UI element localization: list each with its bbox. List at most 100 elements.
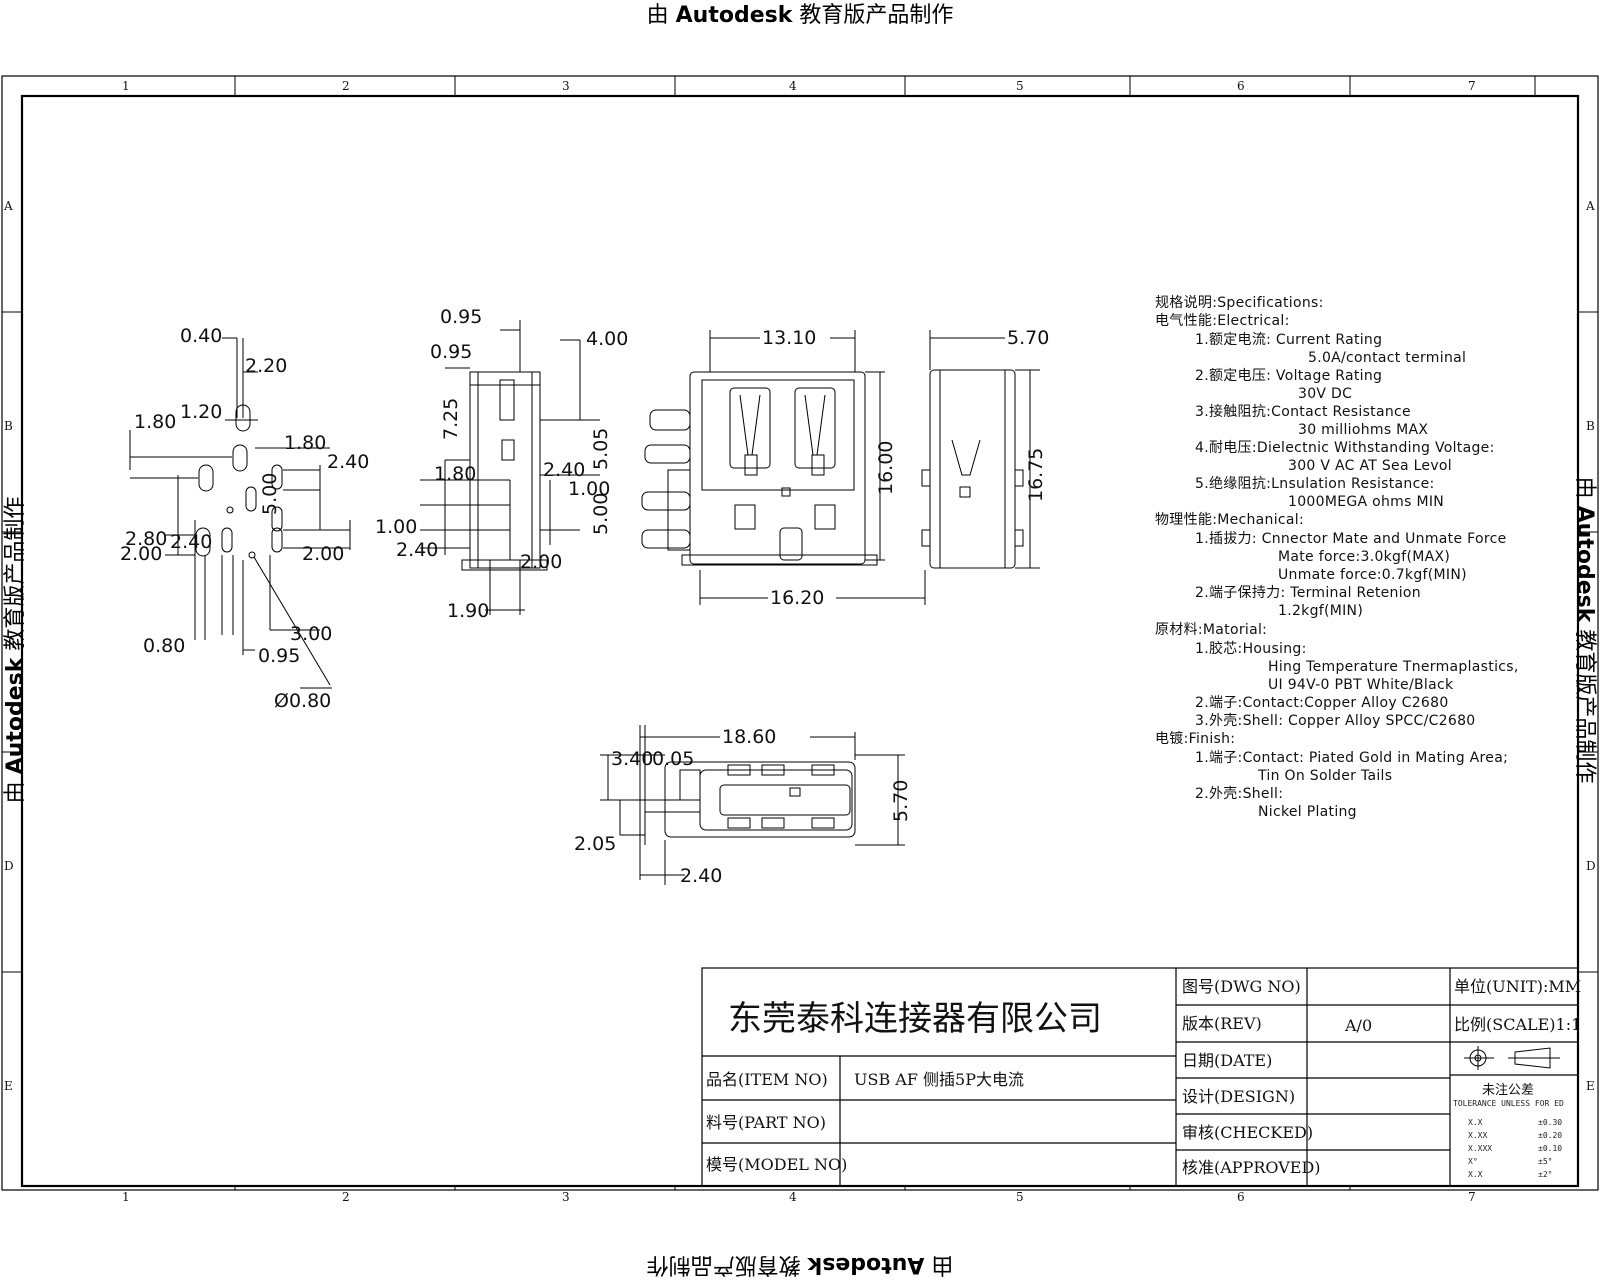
- svg-text:30 milliohms MAX: 30 milliohms MAX: [1298, 422, 1428, 438]
- svg-text:2.80: 2.80: [125, 528, 167, 550]
- svg-text:4: 4: [789, 79, 797, 93]
- svg-text:1000MEGA ohms MIN: 1000MEGA ohms MIN: [1288, 494, 1444, 510]
- svg-text:7.25: 7.25: [440, 398, 462, 440]
- svg-text:Hing Temperature Tnermapla: Hing Temperature Tnermaplastics,: [1268, 659, 1519, 675]
- svg-text:13.10: 13.10: [762, 327, 816, 349]
- svg-text:1.80: 1.80: [134, 411, 176, 433]
- svg-text:物理性能:Mechanical:: 物理性能:Mechanical:: [1155, 512, 1304, 528]
- view-end: [921, 330, 1040, 569]
- svg-text:2.40: 2.40: [396, 539, 438, 561]
- svg-text:2.00: 2.00: [302, 543, 344, 565]
- svg-text:0.95: 0.95: [430, 341, 472, 363]
- svg-text:3.接触阻抗:Contact Resistance: 3.接触阻抗:Contact Resistance: [1195, 403, 1411, 420]
- outer-frame: [1, 75, 1599, 1191]
- svg-text:图号(DWG NO): 图号(DWG NO): [1182, 977, 1301, 996]
- stamp-bottom: 由 Autodesk 教育版产品制作: [647, 1252, 954, 1277]
- view-pcb-footprint-dims: 0.40 2.20 1.20 1.80 1.80 2.40 5.00 2.80 …: [120, 325, 369, 712]
- svg-text:品名(ITEM NO): 品名(ITEM NO): [706, 1070, 828, 1089]
- svg-text:0.40: 0.40: [180, 325, 222, 347]
- svg-text:±2°: ±2°: [1538, 1170, 1552, 1179]
- svg-text:±0.10: ±0.10: [1538, 1144, 1562, 1153]
- svg-text:7: 7: [1468, 79, 1476, 93]
- svg-text:4: 4: [789, 1190, 797, 1204]
- title-block: [701, 967, 1579, 1187]
- svg-text:3: 3: [562, 79, 570, 93]
- svg-text:2: 2: [342, 79, 350, 93]
- svg-text:比例(SCALE)1:1: 比例(SCALE)1:1: [1454, 1015, 1581, 1034]
- view-pcb-footprint: [129, 337, 351, 689]
- svg-text:Ø0.80: Ø0.80: [274, 690, 331, 712]
- svg-text:18.60: 18.60: [722, 726, 776, 748]
- svg-text:1.80: 1.80: [434, 463, 476, 485]
- stamp-top: 由 Autodesk 教育版产品制作: [647, 3, 954, 28]
- svg-text:1.2kgf(MIN): 1.2kgf(MIN): [1278, 603, 1363, 619]
- view-front: [641, 330, 926, 605]
- svg-text:3: 3: [562, 1190, 570, 1204]
- svg-text:E: E: [1586, 1079, 1595, 1093]
- svg-text:16.20: 16.20: [770, 587, 824, 609]
- rev-value: A/0: [1344, 1016, 1372, 1035]
- svg-text:电气性能:Electrical:: 电气性能:Electrical:: [1155, 313, 1290, 329]
- svg-text:4.耐电压:Dielectnic Withstanding: 4.耐电压:Dielectnic Withstanding Voltage:: [1195, 440, 1495, 456]
- stamp-right: 由 Autodesk 教育版产品制作: [1572, 477, 1597, 784]
- svg-text:设计(DESIGN): 设计(DESIGN): [1182, 1087, 1295, 1106]
- view-side: [420, 320, 600, 615]
- svg-text:B: B: [4, 419, 13, 433]
- svg-text:1.00: 1.00: [568, 478, 610, 500]
- svg-text:1.20: 1.20: [180, 401, 222, 423]
- svg-text:5.70: 5.70: [1007, 327, 1049, 349]
- svg-text:2.05: 2.05: [574, 833, 616, 855]
- view-front-dims: 13.10 16.00 16.20: [762, 327, 897, 609]
- svg-text:0.80: 0.80: [143, 635, 185, 657]
- svg-text:Mate force:3.0kgf(MAX): Mate force:3.0kgf(MAX): [1278, 549, 1450, 565]
- svg-text:±0.20: ±0.20: [1538, 1131, 1562, 1140]
- svg-text:16.00: 16.00: [875, 441, 897, 495]
- svg-text:1.端子:Contact: Piated Gold i: 1.端子:Contact: Piated Gold in Mating Area…: [1195, 750, 1508, 766]
- svg-text:原材料:Matorial:: 原材料:Matorial:: [1155, 622, 1267, 638]
- svg-text:1.80: 1.80: [284, 432, 326, 454]
- svg-text:±0.30: ±0.30: [1538, 1118, 1562, 1127]
- svg-text:X°: X°: [1468, 1157, 1478, 1166]
- svg-text:2.额定电压: Voltage Rating: 2.额定电压: Voltage Rating: [1195, 368, 1382, 384]
- svg-text:6: 6: [1237, 79, 1245, 93]
- svg-text:模号(MODEL NO): 模号(MODEL NO): [706, 1155, 847, 1174]
- svg-text:30V DC: 30V DC: [1298, 386, 1352, 402]
- svg-text:5: 5: [1016, 1190, 1024, 1204]
- title-block-text: 东莞泰科连接器有限公司 品名(ITEM NO) USB AF 侧插5P大电流 料…: [706, 977, 1581, 1179]
- svg-text:±5°: ±5°: [1538, 1157, 1552, 1166]
- svg-text:X.XX: X.XX: [1468, 1131, 1487, 1140]
- svg-text:0.95: 0.95: [258, 645, 300, 667]
- view-side-dims: 0.95 0.95 4.00 7.25 5.05 2.40 1.80 1.00 …: [375, 306, 628, 622]
- view-top-dims: 18.60 3.40 0.05 5.70 2.05 2.40: [574, 726, 912, 887]
- zone-markers: [2, 76, 1598, 1190]
- svg-text:3.00: 3.00: [290, 623, 332, 645]
- svg-text:7: 7: [1468, 1190, 1476, 1204]
- svg-text:2.端子保持力: Terminal Retenion: 2.端子保持力: Terminal Retenion: [1195, 585, 1421, 601]
- stamp-left: 由 Autodesk 教育版产品制作: [3, 497, 28, 804]
- svg-text:TOLERANCE UNLESS FOR ED: TOLERANCE UNLESS FOR ED: [1453, 1099, 1564, 1108]
- svg-text:5.00: 5.00: [590, 493, 612, 535]
- svg-text:5.70: 5.70: [890, 780, 912, 822]
- svg-text:A: A: [1585, 199, 1595, 213]
- svg-text:5.0A/contact terminal: 5.0A/contact terminal: [1308, 350, 1466, 366]
- svg-text:X.X: X.X: [1468, 1170, 1483, 1179]
- svg-text:0.05: 0.05: [652, 748, 694, 770]
- svg-text:6: 6: [1237, 1190, 1245, 1204]
- svg-text:D: D: [1586, 859, 1596, 873]
- svg-text:5.00: 5.00: [259, 473, 281, 515]
- svg-text:版本(REV): 版本(REV): [1182, 1014, 1262, 1033]
- company-name: 东莞泰科连接器有限公司: [728, 999, 1102, 1039]
- svg-text:5.绝缘阻抗:Lnsulation Resistance:: 5.绝缘阻抗:Lnsulation Resistance:: [1195, 476, 1435, 492]
- svg-text:电镀:Finish:: 电镀:Finish:: [1155, 730, 1235, 747]
- svg-text:料号(PART NO): 料号(PART NO): [706, 1113, 826, 1132]
- svg-text:2: 2: [342, 1190, 350, 1204]
- svg-text:1.额定电流: Current Rating: 1.额定电流: Current Rating: [1195, 332, 1382, 348]
- svg-text:审核(CHECKED): 审核(CHECKED): [1182, 1123, 1313, 1142]
- item-value: USB AF 侧插5P大电流: [854, 1070, 1024, 1089]
- svg-text:X.X: X.X: [1468, 1118, 1483, 1127]
- view-top: [600, 725, 905, 885]
- svg-text:3.40: 3.40: [611, 748, 653, 770]
- svg-text:核准(APPROVED): 核准(APPROVED): [1182, 1158, 1321, 1177]
